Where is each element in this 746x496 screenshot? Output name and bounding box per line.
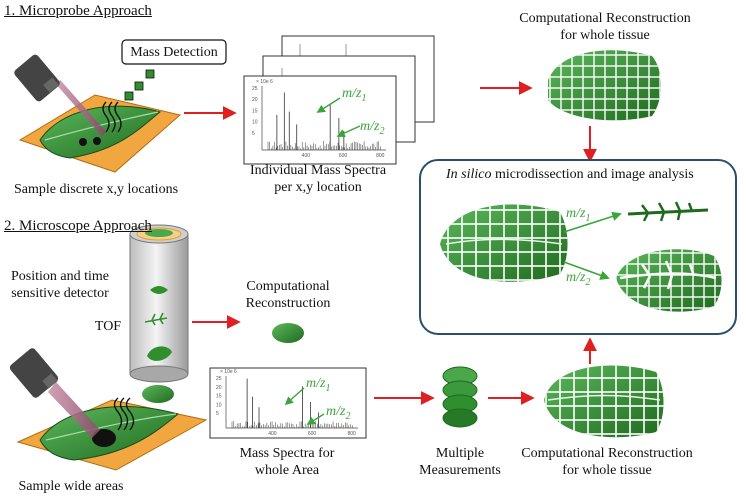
- vein-skeleton: [627, 201, 709, 222]
- mass-detection-box: [121, 39, 227, 65]
- mz2-label-bottom: m/z2: [326, 404, 351, 422]
- reconstructed-leaf-top: [548, 50, 661, 121]
- comp-recon-label-2: Reconstruction: [245, 296, 331, 311]
- tof-label: TOF: [94, 319, 122, 334]
- spectrum-plot-top: × 10e 625 20 15 10 5 400 600 800: [252, 79, 386, 159]
- green-arrow-icon: [336, 125, 361, 138]
- spectrum-plot-bottom: × 10e 625 20 15 10 5 400 600 800: [216, 369, 358, 437]
- individual-spectra-label-2: per x,y location: [274, 180, 362, 195]
- multiple-measurements-label-2: Measurements: [419, 463, 501, 478]
- comp-recon-bottom-label-1: Computational Reconstruction: [521, 446, 693, 461]
- mz1-label-insilico: m/z1: [566, 206, 591, 224]
- individual-spectra-label-1: Individual Mass Spectra: [249, 163, 387, 178]
- x-tick-label: 400: [268, 431, 277, 437]
- mass-spectra-whole-label-1: Mass Spectra for: [239, 446, 335, 461]
- position-detector-label-1: Position and time: [11, 269, 109, 284]
- spectrum-header: × 10e 6: [256, 79, 273, 85]
- green-arrow-icon: [306, 413, 325, 425]
- mz1-label-top: m/z1: [342, 86, 367, 104]
- reconstructed-leaf-bottom: [544, 365, 664, 438]
- comp-recon-whole-label-1: Computational Reconstruction: [519, 11, 691, 26]
- y-tick-label: 20: [216, 385, 222, 391]
- green-arrow-icon: [563, 261, 610, 280]
- mass-detection-label: Mass Detection: [130, 45, 218, 60]
- ion-particles: [124, 69, 155, 101]
- sample-wide-label: Sample wide areas: [18, 479, 124, 494]
- y-tick-label: 10: [216, 402, 222, 408]
- mz2-label-insilico: m/z2: [566, 270, 591, 288]
- comp-recon-label-1: Computational: [246, 279, 330, 294]
- green-arrow-icon: [316, 97, 341, 113]
- heading-microprobe: 1. Microprobe Approach: [4, 3, 152, 19]
- mz1-label-bottom: m/z1: [306, 376, 331, 394]
- reconstructed-leaf-insilico: [440, 204, 568, 282]
- y-tick-label: 25: [252, 86, 258, 92]
- green-arrow-icon: [284, 387, 305, 406]
- in-silico-title: In silico microdissection and image anal…: [446, 167, 694, 182]
- y-tick-label: 20: [252, 97, 258, 103]
- comp-recon-bottom-label-2: for whole tissue: [562, 463, 652, 478]
- leaf-without-veins: [616, 249, 722, 312]
- mz2-label-top: m/z2: [360, 119, 385, 137]
- reconstructed-leaf-small: [272, 323, 304, 343]
- y-tick-label: 15: [216, 394, 222, 400]
- y-tick-label: 10: [252, 120, 258, 126]
- mass-spectra-whole-label-2: whole Area: [254, 463, 320, 478]
- probe-icon: [14, 54, 107, 136]
- y-tick-label: 5: [252, 131, 255, 137]
- stacked-leaves: [442, 366, 478, 428]
- heading-microscope: 2. Microscope Approach: [4, 218, 152, 234]
- leaf-icon: [142, 385, 174, 403]
- comp-recon-whole-label-2: for whole tissue: [560, 28, 650, 43]
- probe-icon: [9, 348, 100, 438]
- x-tick-label: 600: [308, 431, 317, 437]
- x-tick-label: 600: [339, 153, 348, 159]
- x-tick-label: 800: [347, 431, 356, 437]
- y-tick-label: 25: [216, 376, 222, 382]
- detector-tube-icon: [129, 224, 189, 383]
- green-arrow-icon: [563, 211, 622, 233]
- multiple-measurements-label-1: Multiple: [435, 446, 485, 461]
- sample-plate-bottom: [16, 397, 208, 471]
- x-tick-label: 800: [376, 153, 385, 159]
- spectrum-header: × 10e 6: [220, 369, 237, 375]
- y-tick-label: 5: [216, 411, 219, 417]
- position-detector-label-2: sensitive detector: [11, 286, 109, 301]
- x-tick-label: 400: [302, 153, 311, 159]
- y-tick-label: 15: [252, 108, 258, 114]
- sample-discrete-label: Sample discrete x,y locations: [13, 182, 179, 197]
